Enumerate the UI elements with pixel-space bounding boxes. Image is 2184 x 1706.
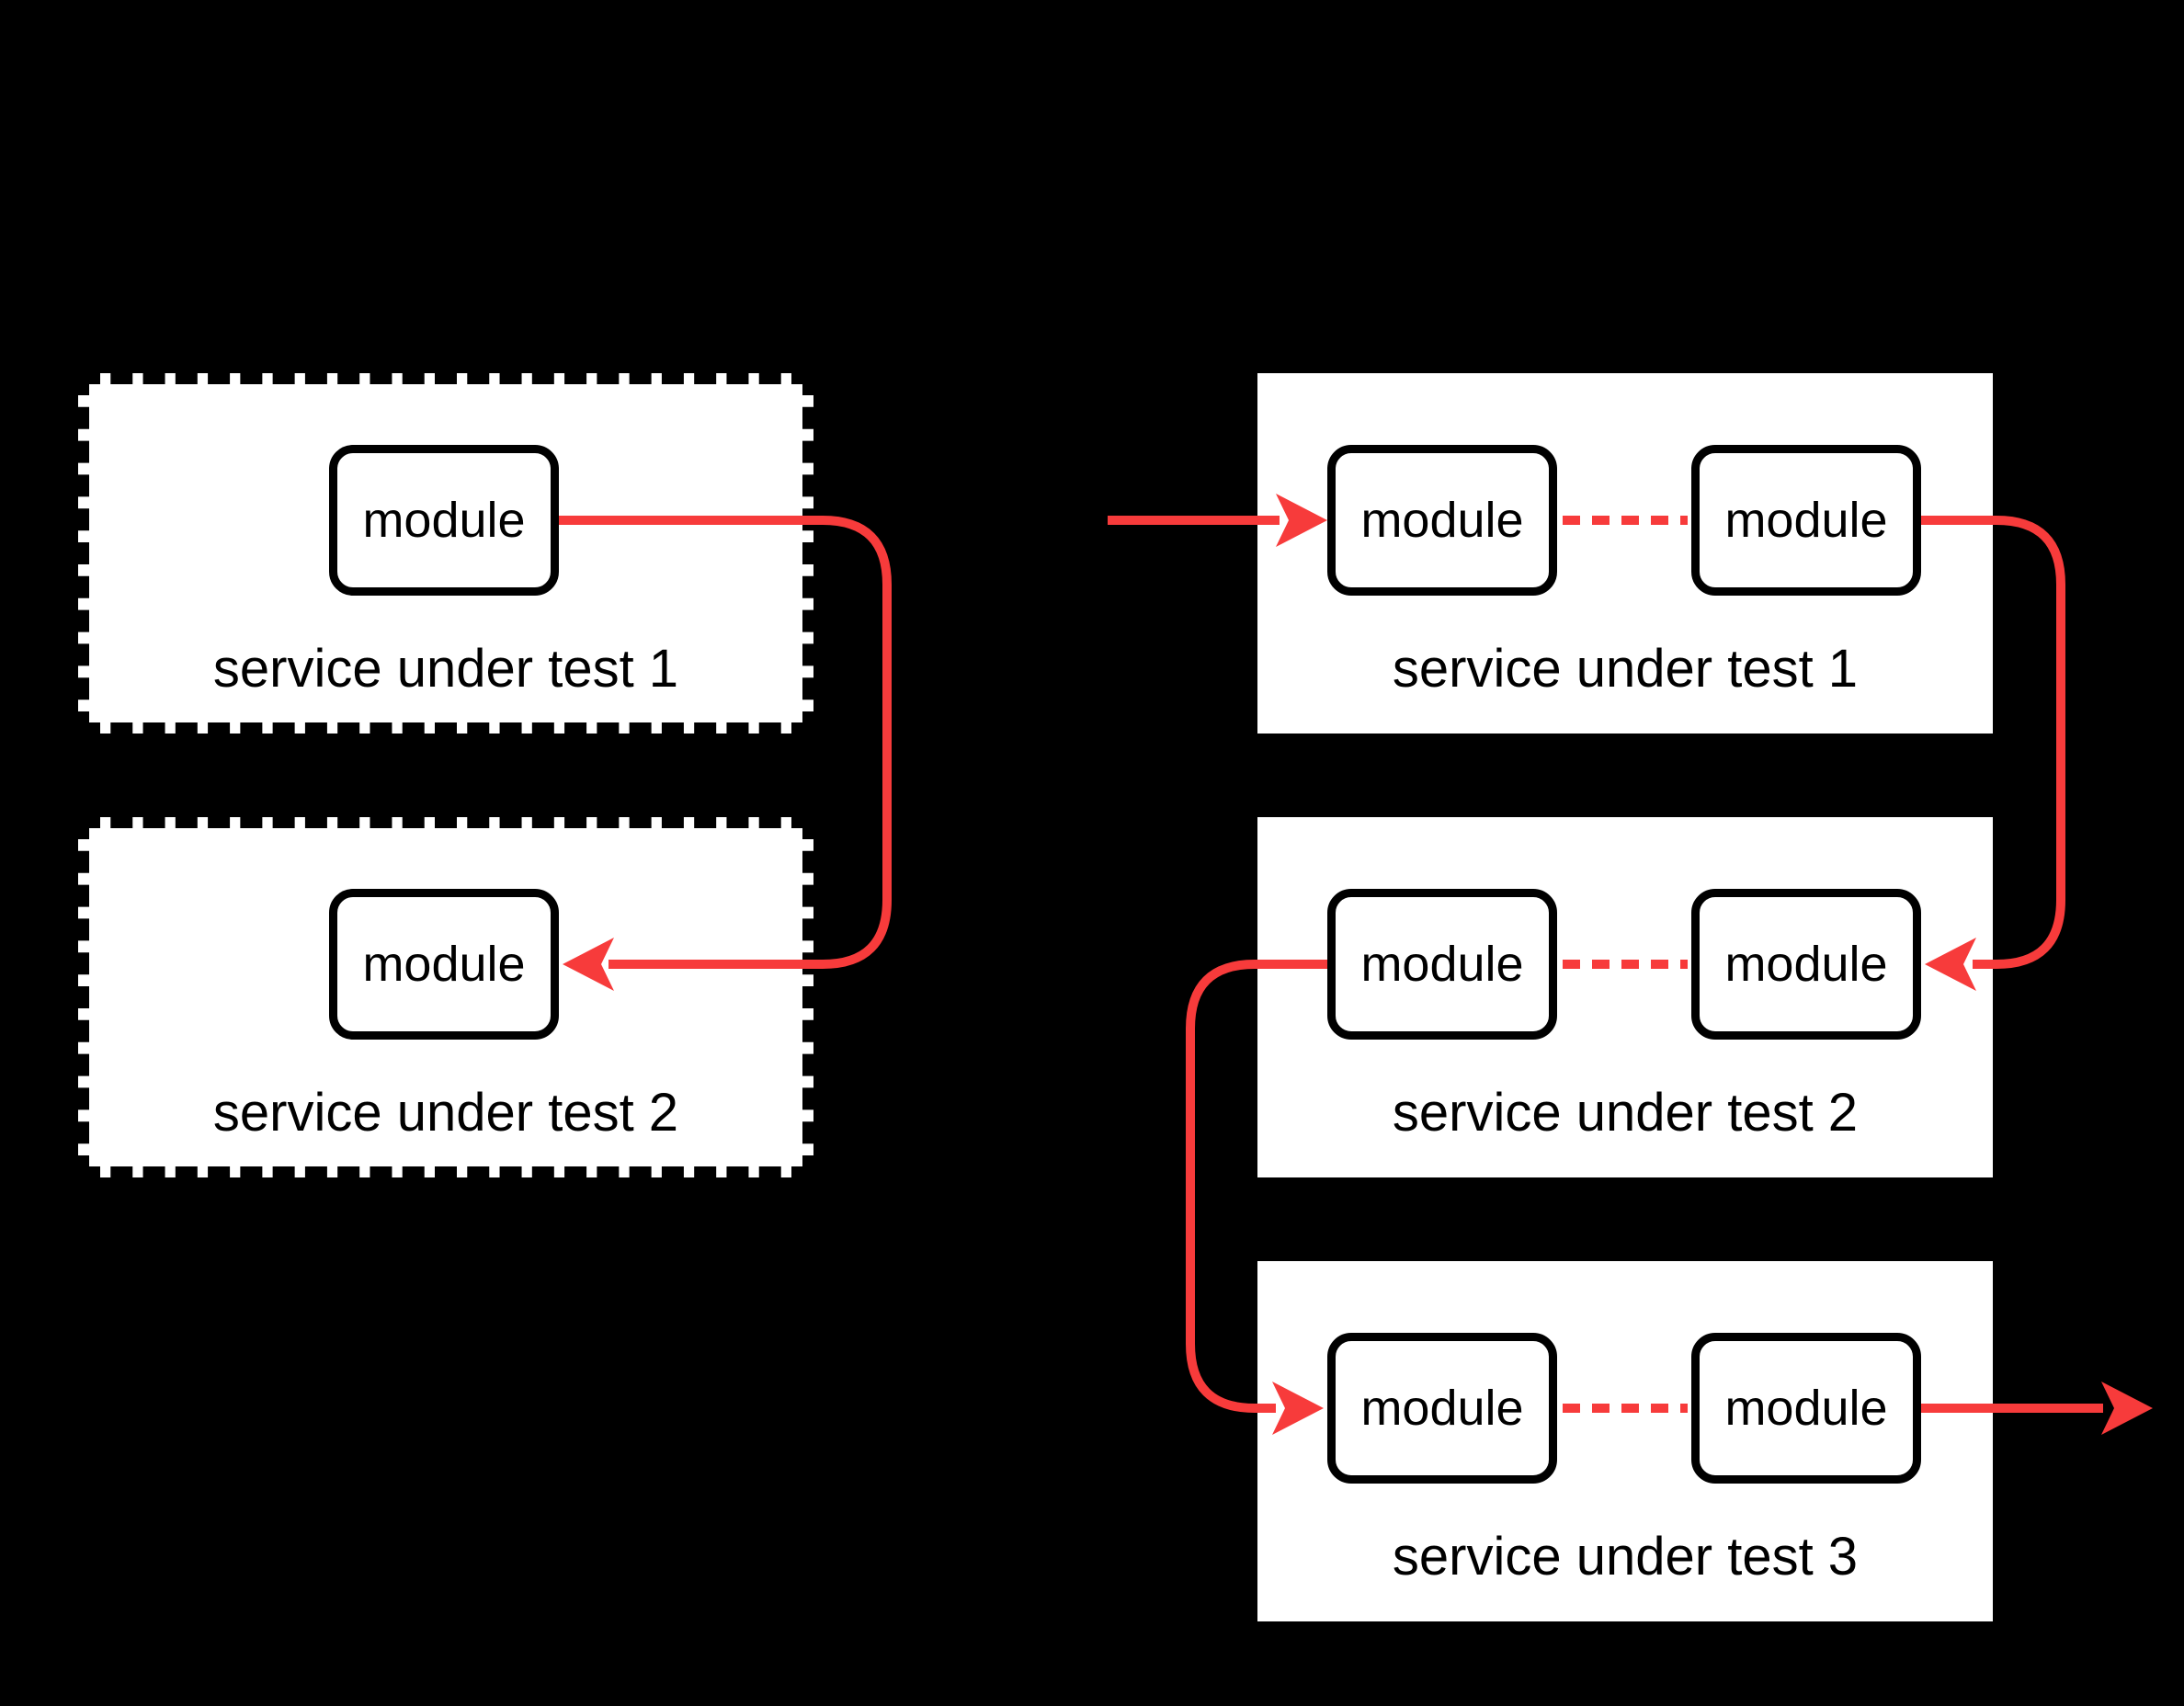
module-box: module <box>1691 889 1921 1040</box>
module-box: module <box>1691 445 1921 596</box>
service-label: service under test 1 <box>212 639 679 699</box>
module-box: module <box>329 889 559 1040</box>
service-box-right-1: service under test 1 <box>1257 373 1993 734</box>
module-box: module <box>1327 889 1557 1040</box>
module-box: module <box>329 445 559 596</box>
service-label: service under test 3 <box>1392 1527 1859 1587</box>
module-box: module <box>1691 1333 1921 1484</box>
service-label: service under test 1 <box>1392 639 1859 699</box>
module-box: module <box>1327 1333 1557 1484</box>
service-label: service under test 2 <box>1392 1083 1859 1143</box>
arrowhead-right-icon <box>2101 1382 2153 1435</box>
module-box: module <box>1327 445 1557 596</box>
service-label: service under test 2 <box>212 1083 679 1143</box>
